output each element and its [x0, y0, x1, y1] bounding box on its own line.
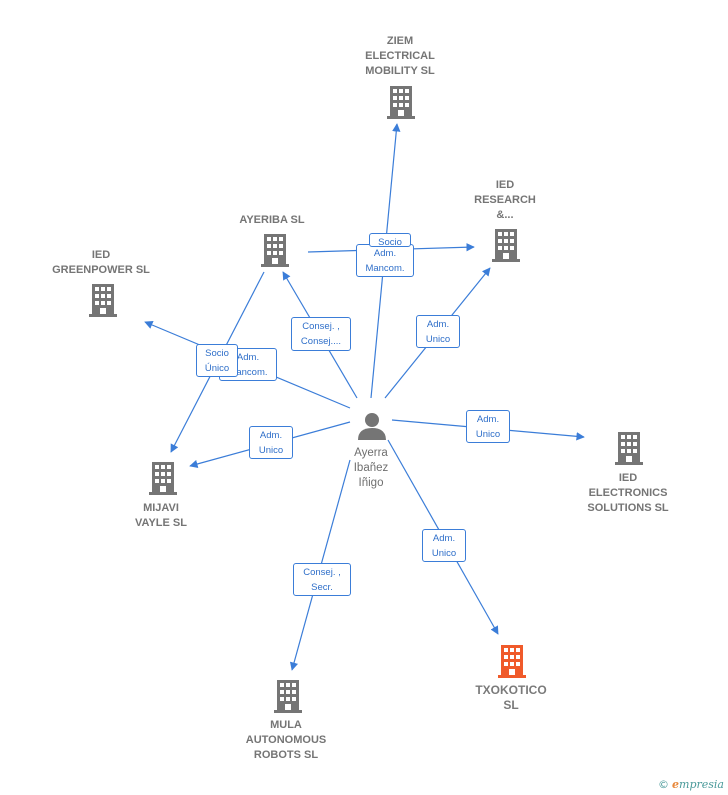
company-name-txokotico[interactable]: TXOKOTICO SL: [475, 683, 547, 712]
company-name-mula[interactable]: MULA AUTONOMOUS ROBOTS SL: [245, 719, 327, 761]
building-icon[interactable]: [387, 86, 415, 119]
building-icon[interactable]: [492, 229, 520, 262]
company-name-mijavi[interactable]: MIJAVI VAYLE SL: [135, 502, 187, 529]
building-icon[interactable]: [274, 680, 302, 713]
building-icon[interactable]: [498, 645, 526, 678]
relation-label-ziem[interactable]: Socio: [369, 233, 411, 248]
person-name[interactable]: Ayerra Ibañez Iñigo: [353, 447, 389, 489]
person-icon[interactable]: [358, 413, 386, 440]
nodes: [89, 86, 643, 713]
relation-label-mijavi[interactable]: Socio Único: [196, 344, 238, 377]
relation-label-iedelec[interactable]: Adm. Unico: [466, 410, 510, 443]
relation-label-ayeriba[interactable]: Consej. , Consej....: [291, 317, 351, 351]
relation-label-ziem[interactable]: Adm. Mancom.: [356, 244, 414, 277]
building-icon[interactable]: [615, 432, 643, 465]
company-name-iedresearch[interactable]: IED RESEARCH &...: [474, 179, 536, 221]
brand-text: mpresia: [679, 778, 724, 791]
building-icon[interactable]: [149, 462, 177, 495]
building-icon[interactable]: [89, 284, 117, 317]
brand-initial: e: [672, 778, 680, 791]
relation-label-mula[interactable]: Consej. , Secr.: [293, 563, 351, 596]
relation-label-iedresearch[interactable]: Adm. Unico: [416, 315, 460, 348]
company-name-iedelec[interactable]: IED ELECTRONICS SOLUTIONS SL: [587, 472, 669, 514]
relation-label-txokotico[interactable]: Adm. Unico: [422, 529, 466, 562]
company-name-iedgreen[interactable]: IED GREENPOWER SL: [52, 249, 150, 276]
building-icon[interactable]: [261, 234, 289, 267]
watermark: ©empresia: [658, 778, 724, 791]
copyright-icon: ©: [658, 778, 670, 791]
relation-label-mijavi[interactable]: Adm. Unico: [249, 426, 293, 459]
company-name-ayeriba[interactable]: AYERIBA SL: [239, 214, 305, 226]
company-name-ziem[interactable]: ZIEM ELECTRICAL MOBILITY SL: [365, 35, 435, 77]
